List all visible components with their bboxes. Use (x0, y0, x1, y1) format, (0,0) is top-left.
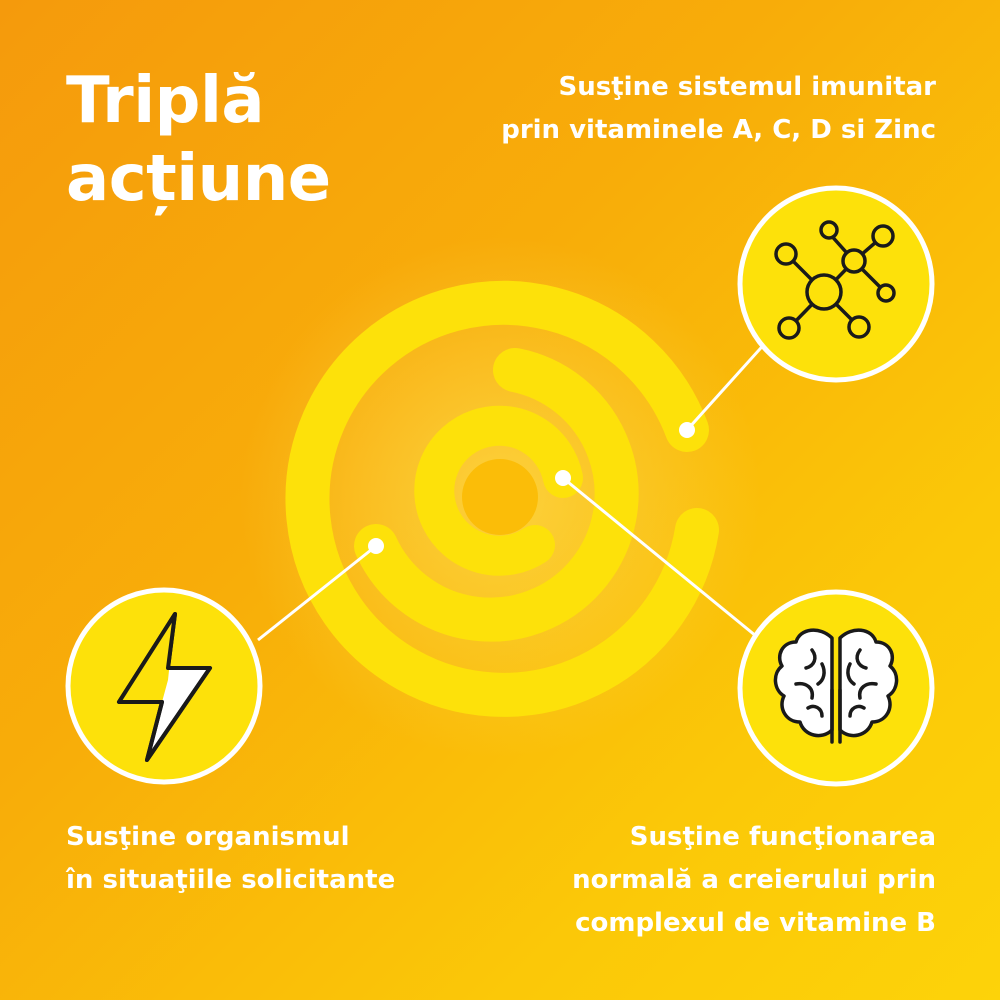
connector-dot-energy (368, 538, 384, 554)
immunity-caption-line-1: Susţine sistemul imunitar (558, 72, 936, 102)
connector-dot-immunity (679, 422, 695, 438)
connector-immunity (685, 338, 770, 432)
brain-caption-line-1: Susţine funcţionarea (629, 822, 936, 852)
title-line-1: Triplă (66, 64, 265, 138)
brain-caption: Susţine funcţionarea normală a creierulu… (572, 816, 936, 945)
connector-dots (368, 422, 695, 554)
spiral-core (462, 459, 538, 535)
brain-icon-badge (737, 589, 935, 787)
immunity-caption-line-2: prin vitaminele A, C, D si Zinc (501, 115, 936, 145)
brain-caption-line-2: normală a creierului prin (572, 865, 936, 895)
spiral-inner-ring (414, 405, 583, 576)
brain-caption-line-3: complexul de vitamine B (575, 908, 936, 938)
brain-icon (773, 628, 899, 744)
immunity-icon-badge (737, 185, 935, 383)
immunity-caption: Susţine sistemul imunitar prin vitaminel… (501, 66, 936, 152)
energy-caption-line-2: în situaţiile solicitante (66, 865, 396, 895)
connector-brain (562, 476, 757, 638)
connector-dot-brain (555, 470, 571, 486)
energy-caption-line-1: Susţine organismul (66, 822, 350, 852)
connector-energy (257, 544, 377, 642)
connector-lines (257, 338, 770, 642)
page-title: Triplă acțiune (66, 62, 331, 218)
energy-caption: Susţine organismul în situaţiile solicit… (66, 816, 395, 902)
spiral (285, 280, 719, 717)
spiral-middle-ring (354, 348, 639, 642)
title-line-2: acțiune (66, 142, 331, 216)
spiral-outer-ring (285, 280, 719, 717)
molecule-icon (774, 220, 896, 340)
energy-icon-badge (65, 587, 263, 785)
